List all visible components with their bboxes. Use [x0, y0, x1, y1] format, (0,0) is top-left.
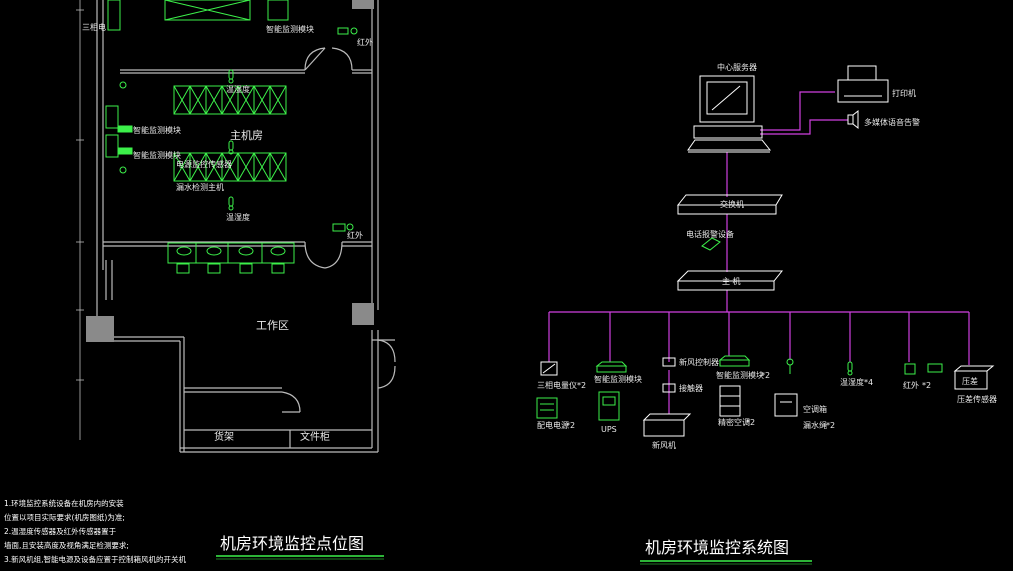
label-smart-unit-top: 智能监测模块 [266, 24, 314, 34]
label-precision-ac-count: *2 [746, 418, 755, 427]
connection-lines [548, 91, 970, 414]
rack-row-3 [173, 152, 287, 182]
dimension-line [76, 0, 84, 440]
note-line: 3.新风机组,智能电源及设备应置于控制箱风机的开关机 [4, 554, 187, 564]
rack-cross [237, 152, 255, 182]
rack-cross [205, 152, 223, 182]
label-alarm: 多媒体语音告警 [864, 117, 920, 127]
rack-cross [189, 152, 207, 182]
label-fresh-air-sensor: 接触器 [679, 383, 703, 393]
system-title: 机房环境监控系统图 [645, 538, 789, 557]
label-temp-hum-2: 温湿度 [226, 212, 250, 222]
label-ups: UPS [601, 425, 617, 434]
center-server-icon [687, 75, 772, 153]
rack-cabinet [269, 85, 287, 115]
label-infrared-top: 红外 [357, 37, 373, 47]
label-precision-ac: 精密空调 [718, 417, 750, 427]
rack-cross [205, 85, 223, 115]
device-icons [536, 355, 995, 437]
speaker-icon [847, 109, 859, 130]
rack-cross [189, 85, 207, 115]
label-phone-alarm: 电话报警设备 [686, 229, 734, 239]
room-label-main: 主机房 [230, 128, 263, 142]
label-infrared-count: *2 [922, 381, 931, 390]
notes-block: 1.环境监控系统设备在机房内的安装 位置以项目实际要求(机房图纸)为准; 2.温… [4, 498, 187, 564]
label-power-sensor: 电源监控传感器 [176, 159, 232, 169]
label-smart-ac: 智能监测模块 [716, 370, 764, 380]
label-center-server: 中心服务器 [717, 62, 757, 72]
label-power-meter: 配电电源 [537, 420, 569, 430]
label-smart-unit-left: 智能监测模块 [133, 125, 181, 135]
label-temp-hum: 温湿度 [840, 377, 864, 387]
rack-cross [173, 152, 191, 182]
smart-module-column [105, 81, 133, 174]
label-three-phase: 三相电量仪 [537, 380, 577, 390]
rack-cross [269, 85, 287, 115]
label-smart-ac-count: *2 [761, 371, 770, 380]
walls [96, 0, 396, 453]
label-leak-detector-desc: 压差传感器 [957, 394, 997, 404]
system-diagram: 中心服务器 打印机 多媒体语音告警 交换机 电话报警设备 主 [536, 62, 997, 565]
rack-cross [237, 85, 255, 115]
floorplan-title: 机房环境监控点位图 [220, 534, 364, 553]
label-leak-count: *2 [826, 421, 835, 430]
label-three-phase-top: 三相电 [82, 22, 106, 32]
note-line: 墙面,且安装高度及视角满足检测要求; [4, 540, 129, 550]
note-line: 位置以项目实际要求(机房图纸)为准; [4, 512, 125, 522]
rack-cross [221, 85, 239, 115]
rack-cabinet [269, 152, 287, 182]
temp-sensor-icons [228, 27, 358, 232]
label-ac-box: 空调箱 [803, 404, 827, 414]
label-leak-detector: 压差 [962, 376, 978, 386]
rack-row-2 [173, 85, 287, 115]
note-line: 1.环境监控系统设备在机房内的安装 [4, 498, 124, 508]
label-leak: 漏水绳 [803, 420, 827, 430]
workstation-row [167, 242, 295, 274]
phone-alarm-icon [701, 237, 721, 251]
rack-cross [253, 152, 271, 182]
label-smart-power: 智能监测模块 [594, 374, 642, 384]
floor-plan: 三相电 智能监测模块 红外 温湿度 智能监测模块 智能监测模块 主机房 电源监控… [4, 0, 396, 564]
label-three-phase-count: *2 [577, 381, 586, 390]
label-temp-hum-count: *4 [864, 378, 873, 387]
rack-cross [269, 152, 287, 182]
column [86, 316, 114, 342]
switch-icon [676, 194, 783, 215]
label-printer: 打印机 [892, 88, 916, 98]
label-fresh-air: 新风机 [652, 440, 676, 450]
column [352, 0, 374, 9]
label-cabinet: 货架 [214, 430, 234, 443]
label-switch: 交换机 [720, 199, 744, 209]
label-smart-unit-left2: 智能监测模块 [133, 150, 181, 160]
column [352, 303, 374, 325]
label-file-cabinet: 文件柜 [300, 430, 330, 443]
printer-icon [837, 65, 889, 103]
label-host: 主 机 [722, 276, 741, 286]
rack-cross [221, 152, 239, 182]
label-power-meter-count: *2 [566, 421, 575, 430]
rack-row-top [107, 0, 289, 31]
label-infrared: 红外 [903, 380, 919, 390]
rack-cross [173, 85, 191, 115]
note-line: 2.温湿度传感器及红外传感器置于 [4, 526, 117, 536]
label-fresh-air-ctrl: 新风控制器 [679, 357, 719, 367]
label-temp-hum-1: 温湿度 [226, 84, 250, 94]
room-label-work: 工作区 [256, 319, 289, 332]
rack-cross [253, 85, 271, 115]
host-icon [676, 270, 784, 291]
label-leak-host: 漏水检测主机 [176, 182, 224, 192]
label-infrared-mid: 红外 [347, 230, 363, 240]
